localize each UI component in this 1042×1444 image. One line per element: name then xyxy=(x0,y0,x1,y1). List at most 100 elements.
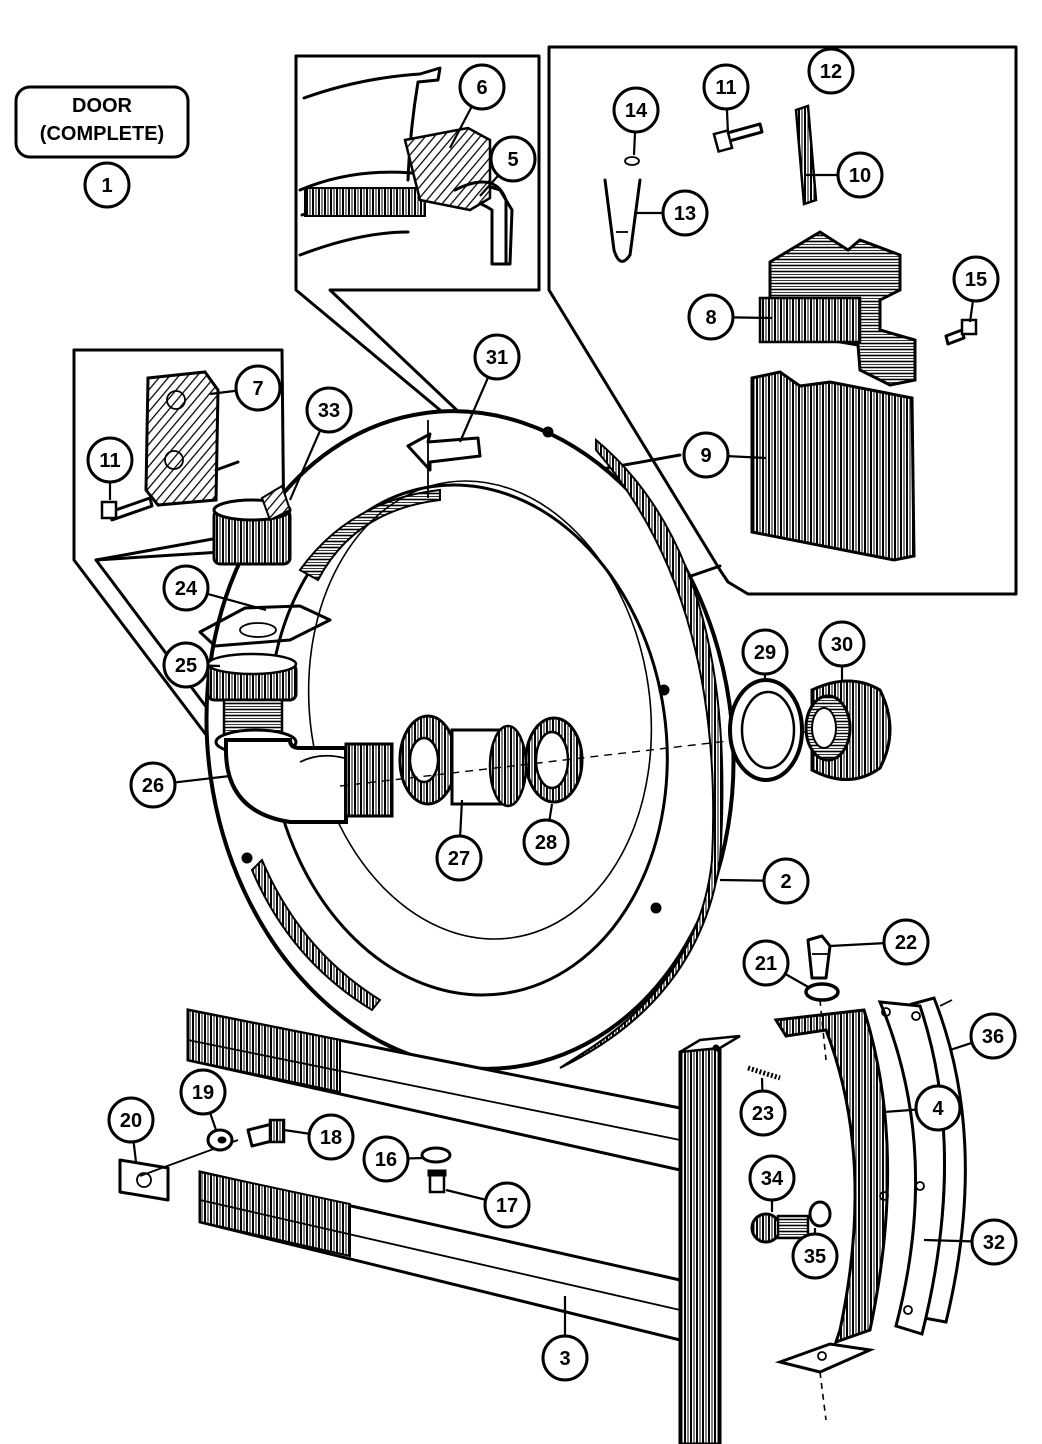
small-hardware xyxy=(118,1065,781,1202)
callout-11b: 11 xyxy=(86,436,134,500)
callout-number: 11 xyxy=(99,450,120,472)
callout-leader xyxy=(459,799,464,837)
callout-number: 24 xyxy=(175,578,198,600)
callout-leader xyxy=(923,1238,973,1243)
callout-leader xyxy=(449,105,473,149)
callout-circle xyxy=(107,1096,155,1144)
callout-number: 23 xyxy=(752,1103,774,1125)
latch-parts xyxy=(603,72,978,562)
callout-circle xyxy=(162,564,210,612)
callout-number: 25 xyxy=(175,655,197,677)
callout-8: 8 xyxy=(687,293,773,341)
callout-circle xyxy=(522,818,570,866)
callout-leader xyxy=(288,429,322,501)
callout-circle xyxy=(362,1135,410,1183)
callout-circle xyxy=(541,1334,589,1382)
callout-number: 2 xyxy=(780,871,791,893)
callout-circle xyxy=(682,431,730,479)
callout-circle xyxy=(818,620,866,668)
callout-leader xyxy=(719,878,765,882)
callout-5: 5 xyxy=(479,135,537,197)
callout-circle xyxy=(129,761,177,809)
callout-leader xyxy=(968,300,975,323)
callout-circle xyxy=(742,939,790,987)
callout-circle xyxy=(702,63,750,111)
callout-number: 31 xyxy=(486,347,508,369)
callout-number: 27 xyxy=(448,848,470,870)
callout-leader xyxy=(732,316,773,320)
callout-20: 20 xyxy=(107,1096,155,1163)
callout-35: 35 xyxy=(791,1228,839,1280)
callout-leader xyxy=(949,1041,973,1052)
callout-number: 18 xyxy=(320,1127,342,1149)
callout-24: 24 xyxy=(162,564,267,612)
callout-number: 14 xyxy=(625,100,648,122)
callout-number: 26 xyxy=(142,775,164,797)
callout-number: 28 xyxy=(535,832,557,854)
callout-27: 27 xyxy=(435,799,483,882)
callout-36: 36 xyxy=(949,1012,1017,1060)
callout-number: 19 xyxy=(192,1082,214,1104)
callout-number: 10 xyxy=(849,165,871,187)
callout-9: 9 xyxy=(682,431,767,479)
callout-number: 36 xyxy=(982,1026,1004,1048)
callout-circle xyxy=(882,918,930,966)
callout-29: 29 xyxy=(741,628,789,680)
callout-10: 10 xyxy=(806,151,884,199)
callout-leader xyxy=(174,774,231,784)
callout-circle xyxy=(739,1089,787,1137)
callout-circle xyxy=(661,189,709,237)
callout-leader xyxy=(632,131,637,156)
callout-circle xyxy=(86,436,134,484)
callout-circle xyxy=(687,293,735,341)
callout-circle xyxy=(970,1218,1018,1266)
callout-leader xyxy=(209,1112,218,1131)
callout-circle xyxy=(305,386,353,434)
callout-11a: 11 xyxy=(702,63,750,135)
callout-number: 6 xyxy=(476,77,487,99)
callout-circle xyxy=(179,1068,227,1116)
callouts: 2345678910111112131415161718192021222324… xyxy=(86,47,1018,1382)
callout-6: 6 xyxy=(449,63,506,149)
gasket-and-nut xyxy=(728,678,892,782)
callout-leader xyxy=(883,1108,917,1114)
callout-13: 13 xyxy=(634,189,709,237)
callout-leader xyxy=(548,803,554,821)
callout-circle xyxy=(969,1012,1017,1060)
callout-15: 15 xyxy=(952,255,1000,323)
callout-number: 35 xyxy=(804,1246,826,1268)
callout-circle xyxy=(162,641,210,689)
callout-number: 9 xyxy=(700,445,711,467)
callout-28: 28 xyxy=(522,803,570,866)
callout-33: 33 xyxy=(288,386,353,501)
callout-circle xyxy=(612,86,660,134)
door-label-line2: (COMPLETE) xyxy=(40,123,164,145)
callout-number: 7 xyxy=(252,378,263,400)
callout-25: 25 xyxy=(162,641,221,689)
callout-34: 34 xyxy=(748,1154,796,1212)
callout-18: 18 xyxy=(283,1113,355,1161)
callout-circle xyxy=(836,151,884,199)
callout-circle xyxy=(952,255,1000,303)
callout-21: 21 xyxy=(742,939,811,989)
callout-circle xyxy=(914,1084,962,1132)
seal-detail xyxy=(298,66,514,266)
callout-number: 8 xyxy=(705,307,716,329)
callout-circle xyxy=(458,63,506,111)
callout-30: 30 xyxy=(818,620,866,680)
callout-circle xyxy=(483,1181,531,1229)
callout-number: 16 xyxy=(375,1149,397,1171)
callout-leader xyxy=(132,1141,138,1163)
callout-number: 33 xyxy=(318,400,340,422)
callout-circle xyxy=(807,47,855,95)
callout-leader xyxy=(725,108,730,135)
callout-number: 13 xyxy=(674,203,696,225)
callout-number: 3 xyxy=(559,1348,570,1370)
callout-leader xyxy=(458,376,490,443)
callout-number: 30 xyxy=(831,634,853,656)
frame-bars xyxy=(186,1008,741,1444)
callout-leader xyxy=(727,455,767,460)
callout-number: 15 xyxy=(965,269,987,291)
callout-number: 17 xyxy=(496,1195,518,1217)
